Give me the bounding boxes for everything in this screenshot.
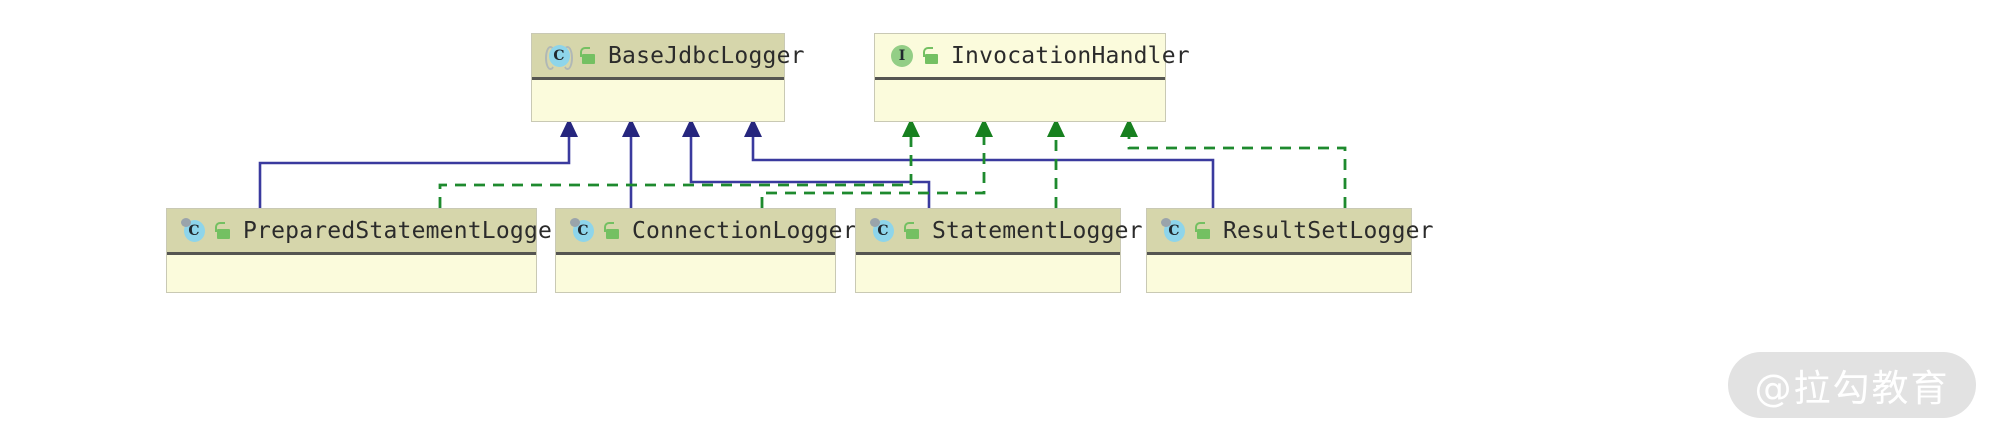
interface-members-compartment: [875, 80, 1165, 120]
class-icon-glyph: C: [577, 222, 589, 239]
class-icon-glyph: C: [553, 47, 565, 64]
class-name-label: PreparedStatementLogger: [243, 217, 567, 244]
interface-header-invocationhandler: I InvocationHandler: [875, 34, 1190, 80]
implements-connectionlogger: [760, 133, 986, 208]
unlocked-padlock-icon: [902, 221, 920, 241]
watermark: @拉勾教育: [1728, 352, 1976, 418]
class-name-label: BaseJdbcLogger: [608, 42, 805, 69]
class-header-basejdbclogger: C BaseJdbcLogger: [532, 34, 804, 80]
interface-name-label: InvocationHandler: [951, 42, 1190, 69]
class-members-compartment: [556, 255, 835, 291]
class-box-connectionlogger[interactable]: C ConnectionLogger: [555, 208, 857, 293]
class-header-connectionlogger: C ConnectionLogger: [556, 209, 857, 255]
unlocked-padlock-icon: [921, 46, 939, 66]
class-box-basejdbclogger[interactable]: C BaseJdbcLogger: [531, 33, 804, 122]
class-members-compartment: [1147, 255, 1411, 291]
class-header-preparedstatementlogger: C PreparedStatementLogger: [167, 209, 566, 255]
class-members-compartment: [856, 255, 1120, 291]
class-icon: C: [181, 217, 207, 244]
class-header-statementlogger: C StatementLogger: [856, 209, 1143, 255]
implements-preparedstatementlogger: [438, 133, 913, 208]
unlocked-padlock-icon: [213, 221, 231, 241]
class-icon: C: [545, 43, 573, 70]
unlocked-padlock-icon: [602, 221, 620, 241]
class-header-resultsetlogger: C ResultSetLogger: [1147, 209, 1434, 255]
interface-icon-glyph: I: [898, 47, 906, 64]
class-box-statementlogger[interactable]: C StatementLogger: [855, 208, 1143, 293]
class-box-resultsetlogger[interactable]: C ResultSetLogger: [1146, 208, 1434, 293]
class-name-label: StatementLogger: [932, 217, 1143, 244]
class-icon-glyph: C: [877, 222, 889, 239]
class-icon-glyph: C: [1168, 222, 1180, 239]
class-members-compartment: [532, 80, 784, 120]
extends-resultsetlogger: [751, 133, 1215, 208]
extends-statementlogger: [689, 133, 931, 208]
extends-preparedstatementlogger: [258, 133, 571, 208]
class-icon: C: [570, 217, 596, 244]
watermark-text: @拉勾教育: [1754, 367, 1950, 410]
unlocked-padlock-icon: [1193, 221, 1211, 241]
interface-icon: I: [889, 43, 915, 69]
unlocked-padlock-icon: [578, 46, 596, 66]
class-icon-glyph: C: [188, 222, 200, 239]
class-icon: C: [870, 217, 896, 244]
class-name-label: ResultSetLogger: [1223, 217, 1434, 244]
interface-box-invocationhandler[interactable]: I InvocationHandler: [874, 33, 1190, 122]
class-icon: C: [1161, 217, 1187, 244]
class-box-preparedstatementlogger[interactable]: C PreparedStatementLogger: [166, 208, 566, 293]
class-name-label: ConnectionLogger: [632, 217, 857, 244]
class-members-compartment: [167, 255, 536, 291]
implements-resultsetlogger: [1127, 133, 1347, 208]
